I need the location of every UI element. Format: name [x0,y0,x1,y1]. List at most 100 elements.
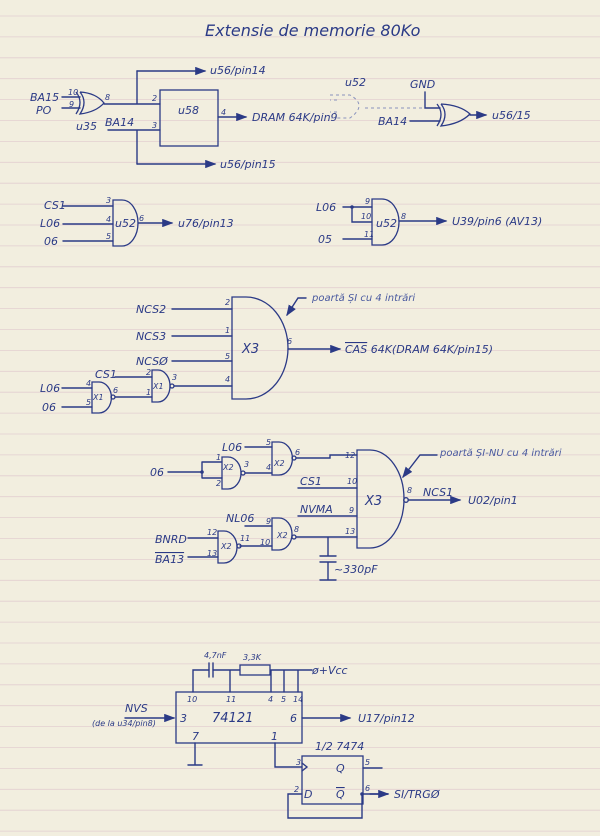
pin-label: 10 [68,88,78,97]
pin-label: 8 [401,212,406,221]
pin-label: 5 [106,232,111,241]
cas-output-text: 64K(DRAM 64K/pin15) [367,343,493,356]
label-nl06: NL06 [226,512,254,525]
label-u35: u35 [76,120,97,133]
label-74121: 74121 [212,711,253,726]
pin-label: 9 [266,517,271,526]
pin-label: 2 [152,94,157,103]
label-nvs: NVS [125,702,148,715]
label-4-7nf: 4,7nF [204,651,227,660]
nand-gate-x2 [271,441,294,476]
wire [103,70,161,105]
xor-gate [436,103,471,127]
pin-label: 4 [86,379,91,388]
label-d: D [304,788,312,801]
label-gate: u52 [115,217,136,230]
resistor-3-3k [239,664,271,676]
wire [61,387,93,408]
label-nvs-source: (de la u34/pin8) [92,719,156,728]
and-gate-u52 [371,198,400,246]
pin-label: 6 [139,214,144,223]
pin-label: 5 [281,695,286,704]
label-ba14: BA14 [105,116,134,129]
pin-label: 4 [266,463,271,472]
section-ncs1-nand-gate: X3 12 10 9 13 8 CS1 NVMA NCS1 U02/pin1 p… [150,438,562,581]
pin-label: 6 [365,784,370,793]
label-input: NCSØ [136,355,168,368]
label-cas-output: CAS 64K(DRAM 64K/pin15) [345,343,493,356]
pin-label: 1 [216,453,221,462]
label-input: 06 [44,235,58,248]
flip-flop-7474 [301,755,364,805]
pin-label: 11 [226,695,236,704]
pin-label: 9 [349,506,354,515]
wire [187,537,219,558]
section-monostable: 74121 4,7nF 3,3K ø+Vcc 10 11 4 5 14 3 6 … [92,651,440,819]
label-q: Q [336,762,345,775]
label-gate: X2 [222,463,234,472]
pin-label: 5 [86,398,91,407]
label-input: 06 [42,401,56,414]
junction-dot [360,792,364,796]
pin-label: 5 [365,758,370,767]
label-x3: X3 [241,342,259,357]
pin-label: 4 [268,695,273,704]
label-nvma: NVMA [300,503,333,516]
label-gate: X2 [273,459,285,468]
pin-label: 9 [365,197,370,206]
wire [61,96,81,109]
label-gnd: GND [410,78,435,91]
pin-label: 3 [106,196,111,205]
label-input: L06 [40,217,60,230]
label-bnrd: BNRD [155,533,187,546]
nand-gate-x2 [217,530,238,564]
section-cas-and-gate: NCS2 NCS3 NCSØ 2 1 5 4 6 X3 CAS 64K(DRAM… [40,293,493,414]
label-x3: X3 [364,494,382,509]
label-ba13: BA13 [155,553,184,566]
annotation-arrow [402,454,438,479]
annotation: poartă ȘI cu 4 intrări [311,293,415,304]
pin-label: 1 [146,388,151,397]
pin-label: 13 [345,527,355,536]
label-u52: u52 [345,76,366,89]
label-gate: X2 [276,531,288,540]
label-gate: X2 [220,542,232,551]
label-u58: u58 [178,104,199,117]
wire [239,525,273,547]
pin-label: 2 [225,298,230,307]
label-si-trg0: SI/TRGØ [394,788,440,801]
pin-label: 11 [240,534,250,543]
wire [187,742,303,768]
label-ba15: BA15 [30,91,59,104]
nand-gate-x2 [221,456,242,490]
label-u56-pin15: u56/pin15 [220,158,276,171]
wire [171,308,233,362]
label-330pf: ~330pF [334,563,378,576]
pin-label: 5 [225,352,230,361]
label-output: U39/pin6 (AV13) [452,215,542,228]
pin-label: 4 [106,215,111,224]
pin-label: 6 [287,337,292,346]
label-output: u76/pin13 [178,217,234,230]
label-po: PO [36,104,52,117]
label-06: 06 [150,466,164,479]
pin-label: 8 [407,486,412,495]
pin-label: 3 [296,758,301,767]
label-3-3k: 3,3K [243,653,262,662]
capacitor-4-7nf [208,662,214,678]
pin-label: 5 [266,438,271,447]
pin-label: 10 [347,477,357,486]
junction-dot [350,205,354,209]
cas-overline: CAS [345,343,367,356]
label-input: NCS3 [136,330,166,343]
pin-label: 4 [221,108,226,117]
pin-label: 3 [152,121,157,130]
chip-u58 [159,89,219,147]
pin-label: 13 [207,549,217,558]
label-ba14: BA14 [378,115,407,128]
pin-label: 7 [192,730,199,743]
label-q-bar: Q [336,788,345,801]
xor-gate-u35 [75,91,105,115]
pin-label: 10 [187,695,197,704]
